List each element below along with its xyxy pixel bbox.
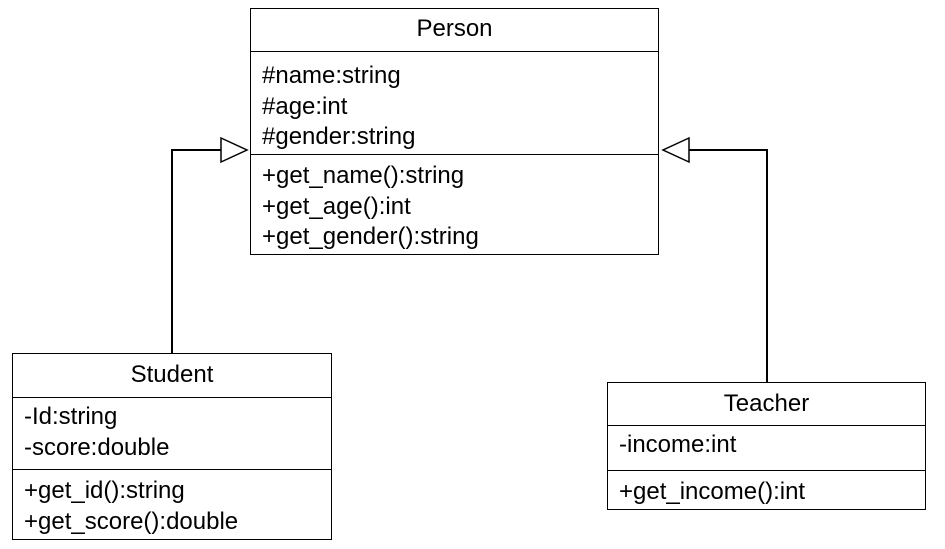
operations-section: +get_id():string +get_score():double — [13, 469, 331, 537]
class-name: Teacher — [608, 383, 925, 426]
class-student: Student -Id:string -score:double +get_id… — [12, 353, 332, 540]
attributes-section: #name:string #age:int #gender:string — [251, 52, 658, 154]
attributes-section: -Id:string -score:double — [13, 398, 331, 469]
operation: +get_score():double — [24, 507, 239, 535]
attribute: -score:double — [24, 433, 170, 461]
operations-section: +get_name():string +get_age():int +get_g… — [251, 154, 658, 253]
attribute: #gender:string — [262, 123, 416, 150]
operation: +get_id():string — [24, 477, 185, 504]
operation: +get_gender():string — [262, 223, 479, 250]
attribute: -Id:string — [24, 403, 118, 430]
student-inheritance-line — [171, 149, 221, 353]
attributes-section: -income:int — [608, 426, 925, 470]
class-name: Person — [251, 9, 658, 52]
teacher-inheritance-arrowhead — [661, 136, 690, 164]
attribute: #age:int — [262, 92, 348, 120]
attribute: -income:int — [619, 431, 737, 458]
student-inheritance-arrowhead — [220, 136, 249, 164]
operation: +get_name():string — [262, 162, 465, 189]
class-person: Person #name:string #age:int #gender:str… — [250, 8, 659, 255]
teacher-inheritance-line — [689, 149, 768, 382]
operations-section: +get_income():int — [608, 470, 925, 508]
class-teacher: Teacher -income:int +get_income():int — [607, 382, 926, 510]
class-name: Student — [13, 354, 331, 398]
operation: +get_age():int — [262, 192, 411, 220]
operation: +get_income():int — [619, 478, 806, 505]
attribute: #name:string — [262, 62, 401, 89]
